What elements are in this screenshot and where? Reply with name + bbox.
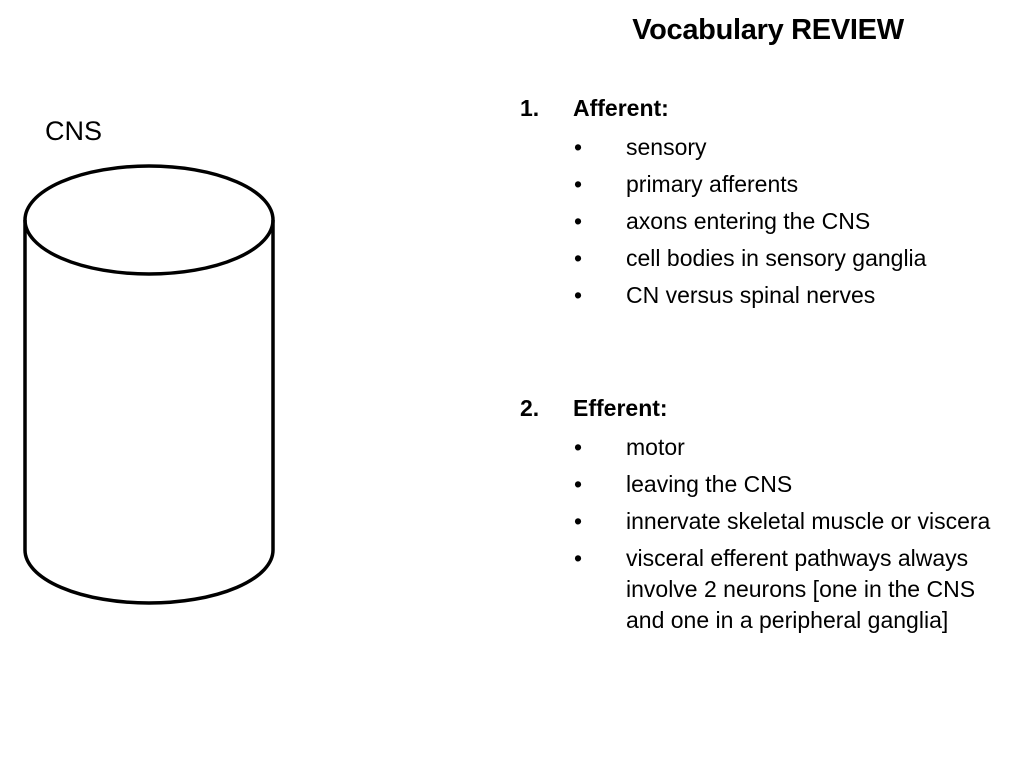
section-heading: 2. Efferent:: [520, 392, 1010, 426]
section-title: Efferent:: [573, 395, 668, 421]
list-item: • visceral efferent pathways always invo…: [520, 543, 1010, 636]
cylinder-body: [23, 220, 275, 605]
bullet-list: • sensory • primary afferents • axons en…: [520, 132, 1010, 311]
list-item: • CN versus spinal nerves: [520, 280, 1010, 311]
cylinder-top: [23, 164, 275, 276]
list-item: • innervate skeletal muscle or viscera: [520, 506, 1010, 537]
list-item: • sensory: [520, 132, 1010, 163]
bullet-text: leaving the CNS: [626, 471, 793, 497]
slide-title: Vocabulary REVIEW: [632, 14, 904, 46]
cns-label: CNS: [45, 116, 103, 146]
bullet-symbol: •: [574, 134, 583, 160]
bullet-symbol: •: [574, 245, 583, 271]
section-number: 1.: [520, 95, 540, 121]
section-afferent: 1. Afferent: • sensory • primary afferen…: [520, 92, 1010, 311]
list-item: • cell bodies in sensory ganglia: [520, 243, 1010, 274]
bullet-text: cell bodies in sensory ganglia: [626, 245, 927, 271]
bullet-text: sensory: [626, 134, 707, 160]
bullet-symbol: •: [574, 171, 583, 197]
bullet-text: visceral efferent pathways always involv…: [626, 545, 976, 633]
section-title: Afferent:: [573, 95, 669, 121]
list-item: • axons entering the CNS: [520, 206, 1010, 237]
cns-cylinder-diagram: [23, 164, 275, 605]
section-number: 2.: [520, 395, 540, 421]
bullet-text: CN versus spinal nerves: [626, 282, 876, 308]
bullet-symbol: •: [574, 434, 583, 460]
bullet-symbol: •: [574, 508, 583, 534]
bullet-text: innervate skeletal muscle or viscera: [626, 508, 991, 534]
bullet-text: motor: [626, 434, 685, 460]
list-item: • leaving the CNS: [520, 469, 1010, 500]
bullet-symbol: •: [574, 545, 583, 571]
section-efferent: 2. Efferent: • motor • leaving the CNS •…: [520, 392, 1010, 636]
bullet-text: axons entering the CNS: [626, 208, 871, 234]
list-item: • motor: [520, 432, 1010, 463]
bullet-symbol: •: [574, 208, 583, 234]
bullet-text: primary afferents: [626, 171, 799, 197]
list-item: • primary afferents: [520, 169, 1010, 200]
section-heading: 1. Afferent:: [520, 92, 1010, 126]
bullet-symbol: •: [574, 471, 583, 497]
bullet-symbol: •: [574, 282, 583, 308]
bullet-list: • motor • leaving the CNS • innervate sk…: [520, 432, 1010, 636]
